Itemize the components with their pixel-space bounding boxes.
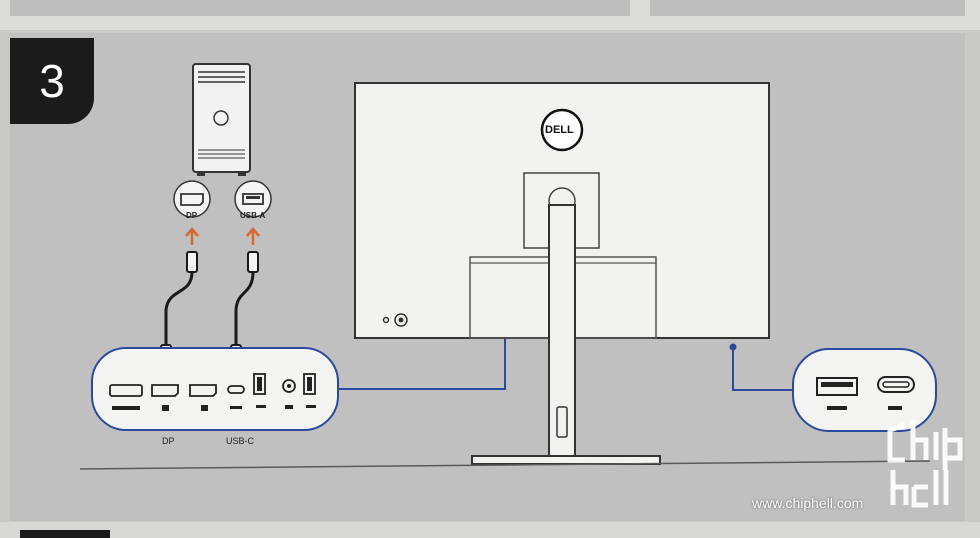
next-step-badge-edge <box>20 530 110 538</box>
cable-usbc <box>230 251 259 364</box>
pc-usba-port-icon <box>234 180 272 218</box>
desktop-pc-icon <box>192 63 251 176</box>
dell-logo-icon <box>540 108 584 152</box>
callout-line-right <box>732 347 793 391</box>
side-ports-callout <box>792 348 937 432</box>
up-arrow-icon <box>185 227 260 245</box>
dell-logo-text: DELL <box>545 124 574 136</box>
monitor-stand <box>471 204 661 465</box>
bottom-band <box>0 522 980 538</box>
top-panel-left <box>10 0 630 16</box>
monitor-rear-ports-callout <box>91 347 339 431</box>
floor-line <box>79 460 931 470</box>
pc-dp-port-icon <box>173 180 211 218</box>
watermark-url: www.chiphell.com <box>752 495 864 511</box>
pc-usba-label: USB-A <box>240 211 266 220</box>
pc-dp-label: DP <box>186 211 198 220</box>
chiphell-logo-icon <box>887 420 963 508</box>
step-number-badge: 3 <box>10 38 94 124</box>
cable-dp <box>160 251 198 364</box>
monitor-usbc-label: USB-C <box>226 436 255 446</box>
top-panel-right <box>650 0 965 16</box>
monitor-dp-label: DP <box>162 436 175 446</box>
